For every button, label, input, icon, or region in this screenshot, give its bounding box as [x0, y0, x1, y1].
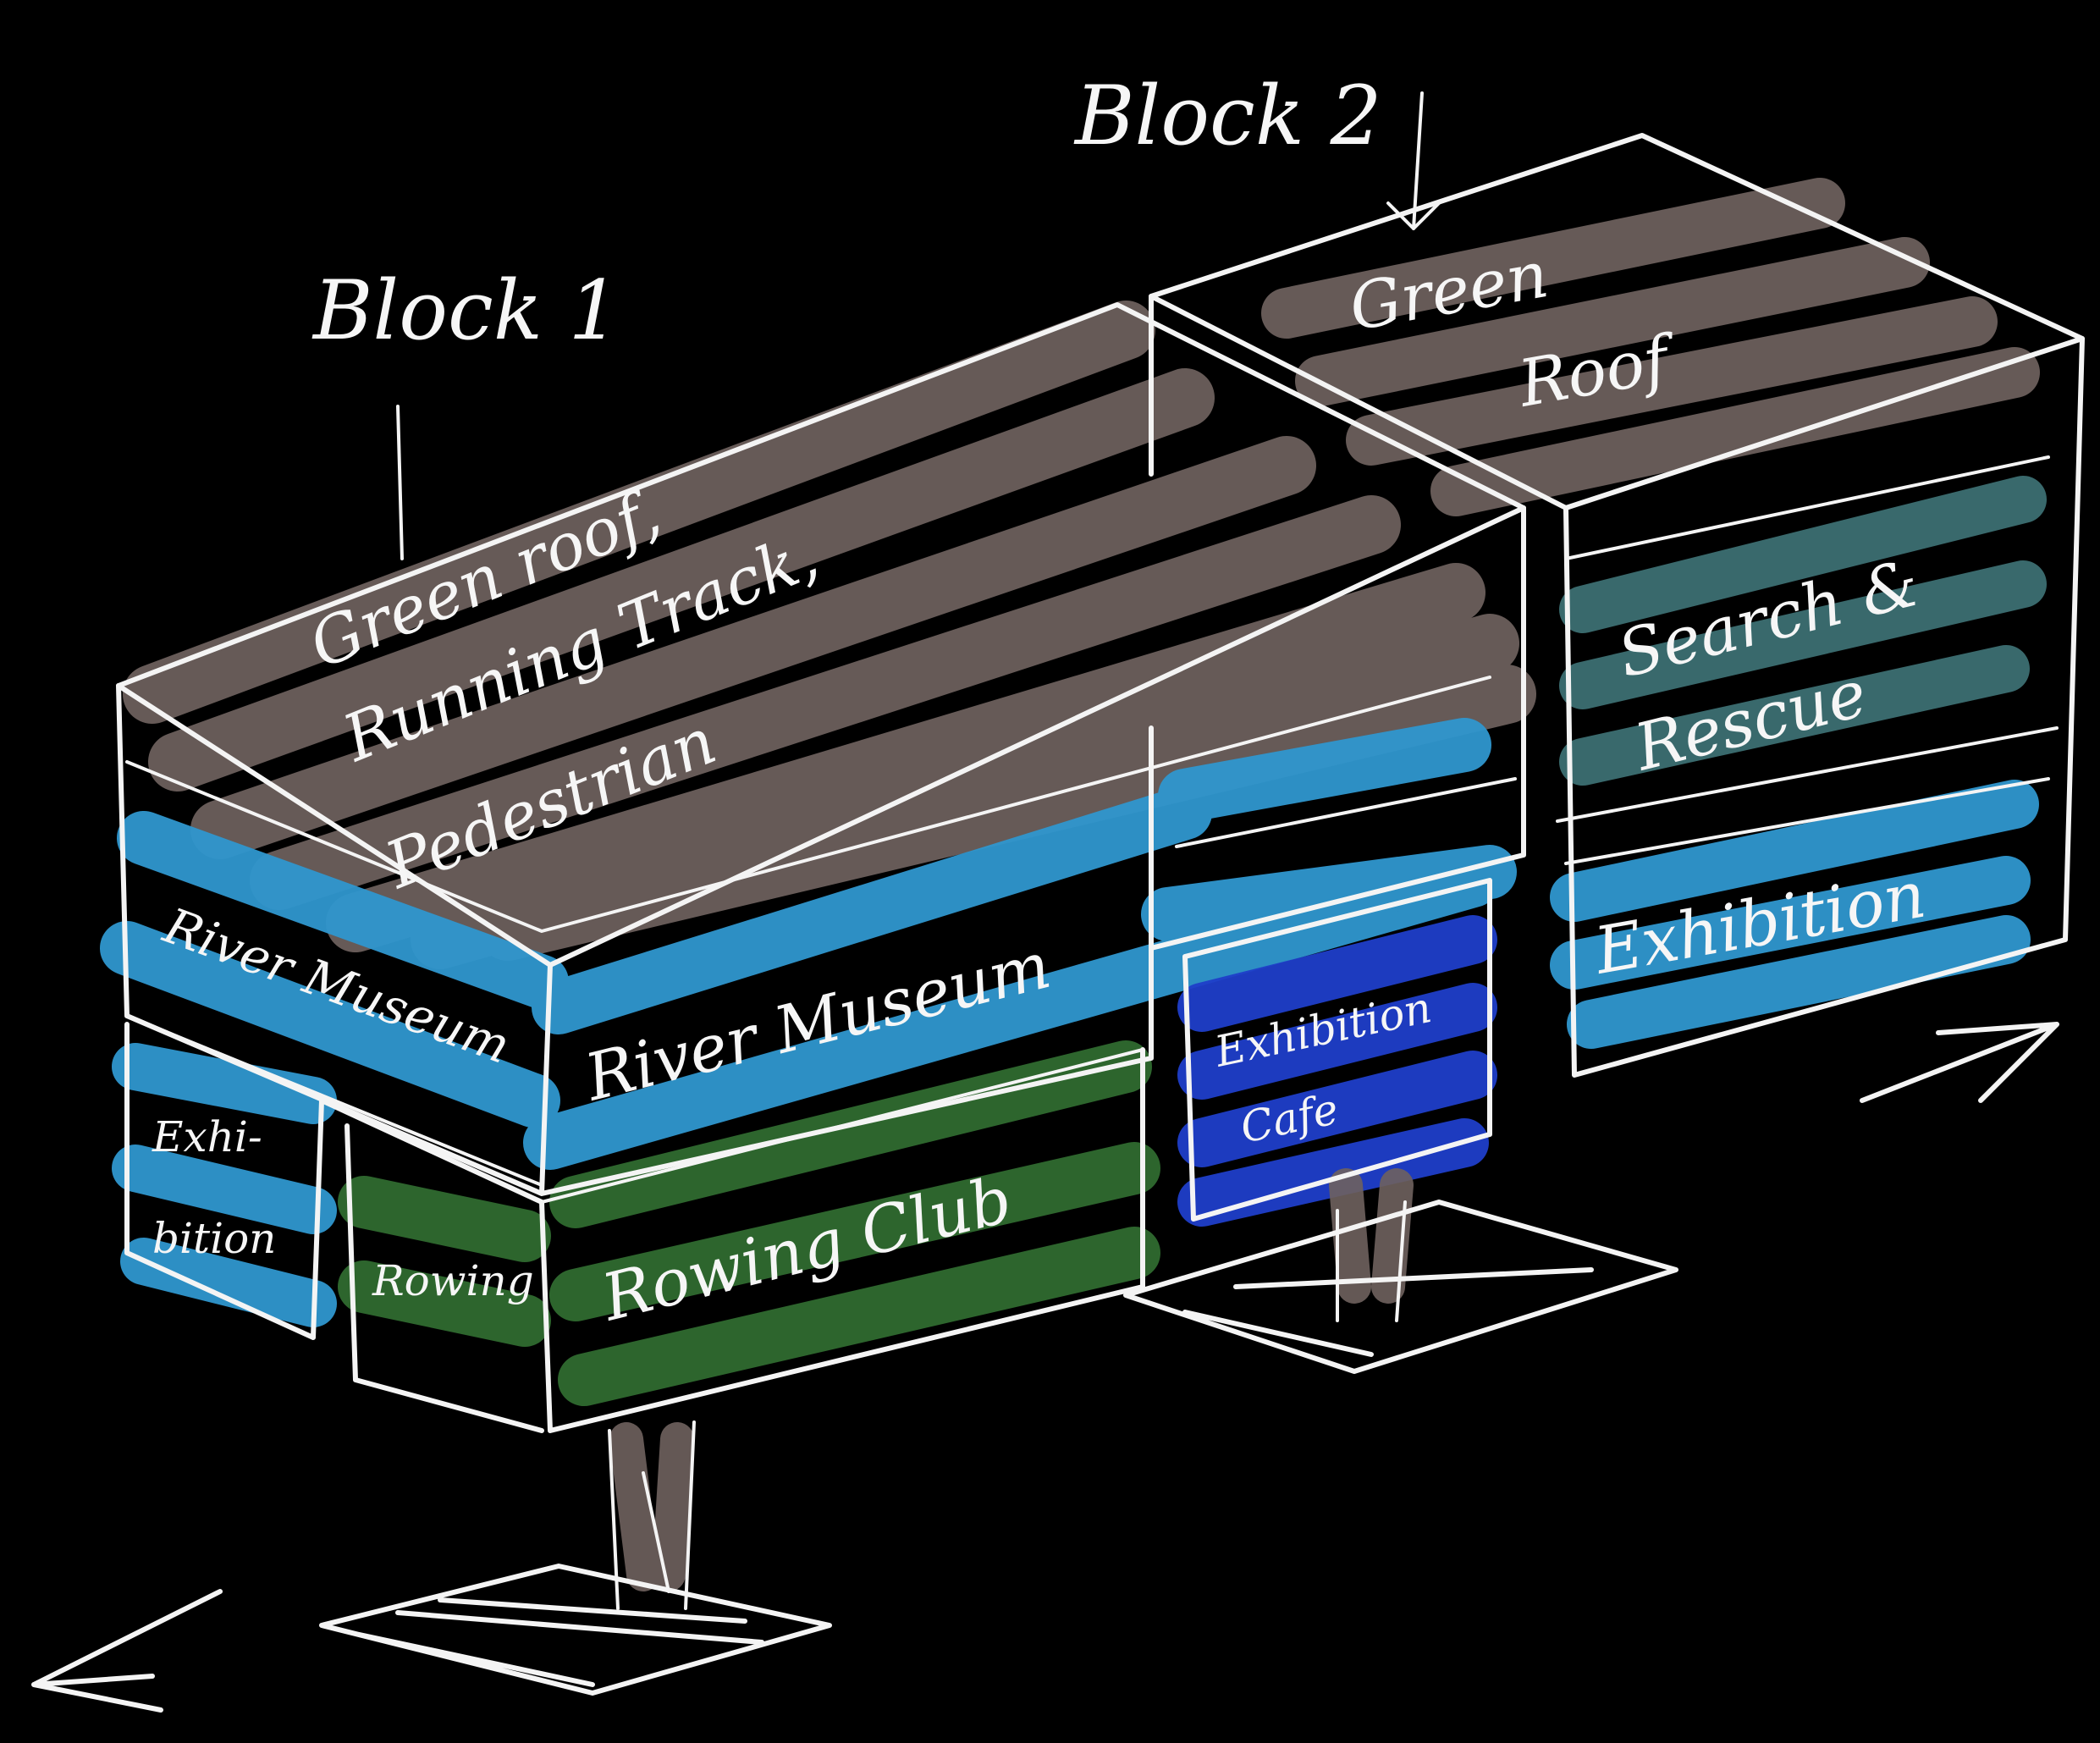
block2-roof-fill — [1261, 178, 2040, 516]
block2-floor-lines — [1556, 455, 2059, 865]
block2-title: Block 2 — [1073, 69, 1382, 163]
arrow-left-icon — [31, 1589, 223, 1713]
cafe-line2: Cafe — [1236, 1084, 1342, 1153]
cafe-fill — [1177, 915, 1497, 1227]
arrow-right-icon — [1860, 1022, 2059, 1103]
cafe-outline — [1182, 878, 1492, 1222]
cafe-base — [1123, 1200, 1678, 1374]
block1-lower-wing — [124, 1022, 1145, 1433]
block1-floor-lines — [125, 676, 1517, 1204]
block1-base — [319, 1564, 832, 1696]
marker-fills — [100, 178, 2047, 1591]
block1-exhibition-line1: Exhi- — [152, 1112, 262, 1161]
block1-leader — [396, 405, 404, 560]
block1-roof-fill — [123, 301, 1536, 969]
block2-exhibition-fill — [1550, 780, 2039, 1049]
block2-rescue-fill — [1559, 476, 2047, 786]
block2-body-outline — [1149, 294, 2085, 1078]
pillar-fill — [609, 1168, 1414, 1591]
block1-title: Block 1 — [311, 263, 620, 358]
block1-exhibition-line2: bition — [152, 1214, 276, 1263]
block1-museum-fill — [100, 718, 1517, 1170]
block2-leader — [1386, 91, 1441, 230]
cafe-pillar — [1336, 1200, 1407, 1322]
block1-pillar — [608, 1420, 696, 1610]
block1-exhibition-fill — [112, 1043, 337, 1327]
block1-rowing-end: Rowing — [372, 1256, 534, 1305]
linework — [31, 91, 2085, 1713]
block1-rowing-fill — [338, 1040, 1160, 1406]
